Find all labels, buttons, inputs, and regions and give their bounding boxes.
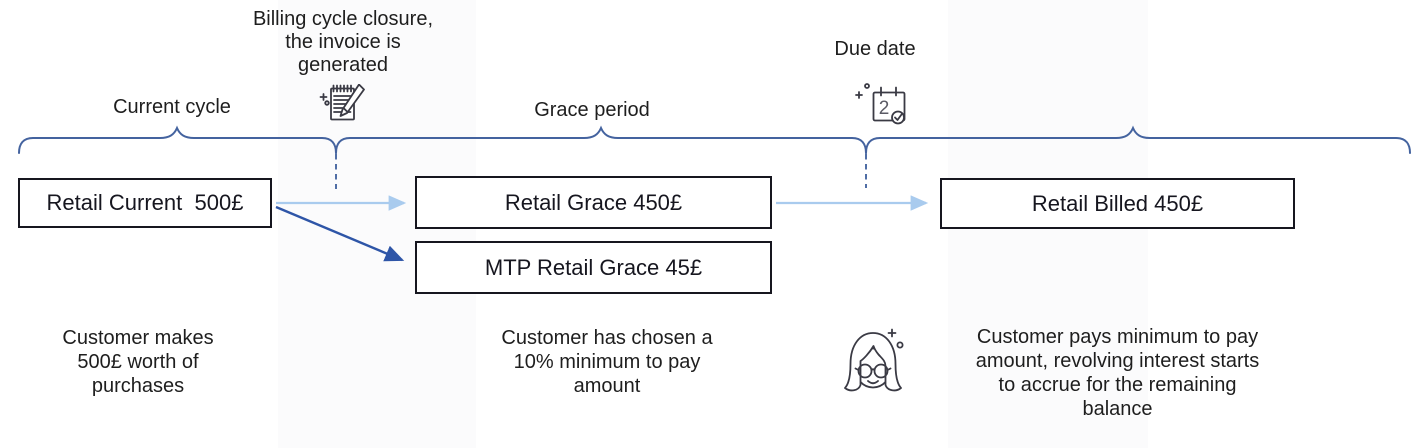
smile <box>867 380 879 385</box>
invoice-note-icon <box>314 84 366 126</box>
calendar-day-number: 2 <box>879 98 890 119</box>
customer-icon <box>833 320 913 404</box>
glasses-left-lens <box>857 363 873 379</box>
grace-period-label: Grace period <box>534 99 650 121</box>
note-pays-minimum: Customer pays minimum to pay amount, rev… <box>975 326 1260 420</box>
current-cycle-label: Current cycle <box>113 96 231 118</box>
calendar-check-icon: 2 <box>852 78 908 128</box>
note-minimum-chosen: Customer has chosen a 10% minimum to pay… <box>501 327 713 397</box>
due-date-label: Due date <box>834 38 916 60</box>
retail-billed-box: Retail Billed 450£ <box>940 178 1295 229</box>
note-purchases: Customer makes 500£ worth of purchases <box>62 327 214 397</box>
billing-closure-label: Billing cycle closure, the invoice is ge… <box>252 8 434 76</box>
glasses-right-lens <box>873 363 889 379</box>
retail-grace-box: Retail Grace 450£ <box>415 176 772 229</box>
mtp-retail-grace-box: MTP Retail Grace 45£ <box>415 241 772 294</box>
retail-current-box: Retail Current 500£ <box>18 178 272 228</box>
